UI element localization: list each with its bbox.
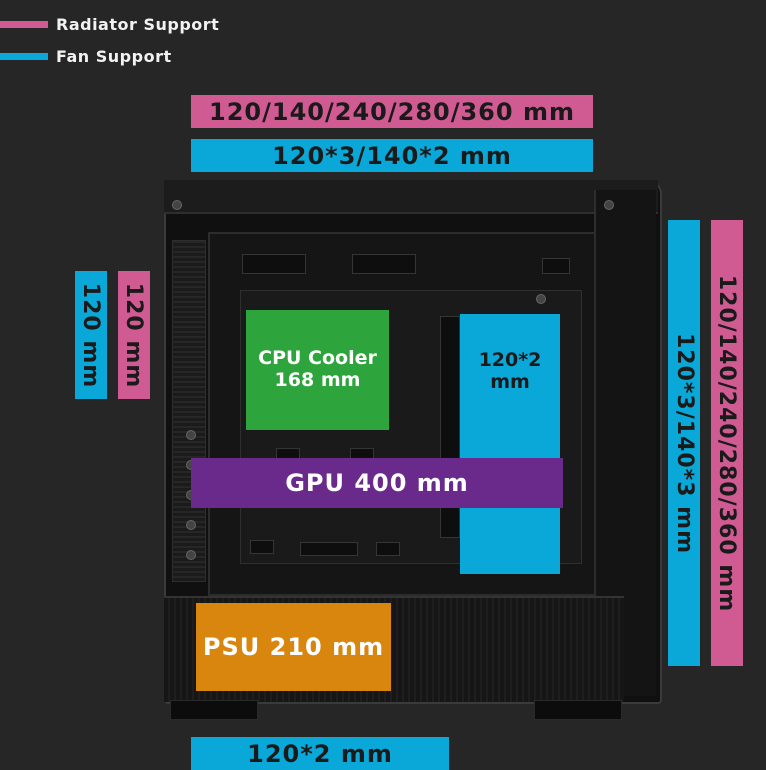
bottom-fan-bar: 120*2 mm <box>191 737 449 770</box>
tray-cutout <box>300 542 358 556</box>
screw <box>536 294 546 304</box>
gpu-box: GPU 400 mm <box>191 458 563 508</box>
screw <box>186 520 196 530</box>
legend-fan-swatch <box>0 52 48 60</box>
psu-box: PSU 210 mm <box>196 603 391 691</box>
legend-radiator-label: Radiator Support <box>56 14 220 34</box>
top-fan-label: 120*3/140*2 mm <box>272 141 512 170</box>
cpu-cooler-box: CPU Cooler 168 mm <box>246 310 389 430</box>
tray-cutout <box>250 540 274 554</box>
legend-fan-label: Fan Support <box>56 46 172 66</box>
gpu-label: GPU 400 mm <box>285 469 469 497</box>
case-foot-left <box>170 700 258 720</box>
psu-label: PSU 210 mm <box>202 633 385 661</box>
front-fan-bar: 120*3/140*3 mm <box>668 220 700 666</box>
bottom-fan-label: 120*2 mm <box>247 739 393 768</box>
cpu-cooler-label: CPU Cooler 168 mm <box>258 347 377 391</box>
tray-cutout <box>376 542 400 556</box>
case-foot-right <box>534 700 622 720</box>
top-fan-bar: 120*3/140*2 mm <box>191 139 593 172</box>
tray-cutout <box>242 254 306 274</box>
legend-radiator-swatch <box>0 20 48 28</box>
front-radiator-label: 120/140/240/280/360 mm <box>714 274 740 612</box>
front-radiator-bar: 120/140/240/280/360 mm <box>711 220 743 666</box>
rear-fan-bar: 120 mm <box>75 271 107 399</box>
case-top-rail <box>164 180 658 214</box>
top-radiator-label: 120/140/240/280/360 mm <box>209 97 575 126</box>
screw <box>172 200 182 210</box>
tray-cutout <box>352 254 416 274</box>
front-fan-label: 120*3/140*3 mm <box>671 332 697 554</box>
screw <box>186 550 196 560</box>
rear-radiator-bar: 120 mm <box>118 271 150 399</box>
case-rear-io-strip <box>172 240 206 582</box>
screw <box>604 200 614 210</box>
rear-radiator-label: 120 mm <box>121 282 147 388</box>
side-fan-label: 120*2 mm <box>478 349 542 393</box>
legend-fan: Fan Support <box>0 46 172 66</box>
legend-radiator: Radiator Support <box>0 14 219 34</box>
side-fan-box: 120*2 mm <box>460 314 560 574</box>
top-radiator-bar: 120/140/240/280/360 mm <box>191 95 593 128</box>
tray-cutout <box>542 258 570 274</box>
screw <box>186 430 196 440</box>
rear-fan-label: 120 mm <box>78 282 104 388</box>
